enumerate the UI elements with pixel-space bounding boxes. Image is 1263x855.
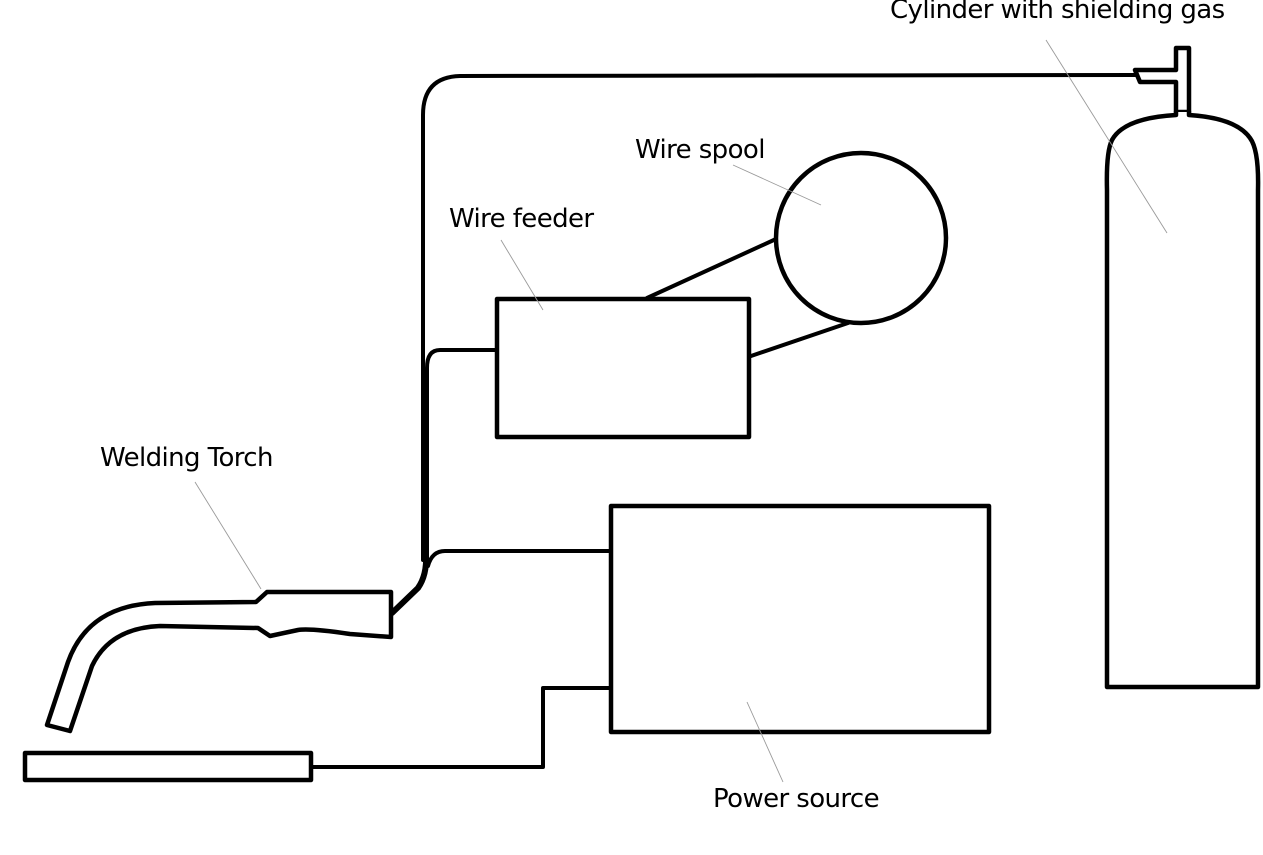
welding-torch-leader <box>194 481 262 590</box>
wire-feeder <box>494 296 752 440</box>
power-source-leader <box>746 701 784 783</box>
feeder-conduit <box>425 348 499 562</box>
wire-spool-leader <box>732 164 822 206</box>
welding-torch-label: Welding Torch <box>100 443 273 473</box>
welding-torch <box>44 589 394 734</box>
torch-cable-bundle <box>389 552 430 616</box>
workpiece <box>22 750 314 783</box>
cylinder-valve <box>1132 45 1192 115</box>
ground-cable <box>309 686 613 769</box>
power-source-label: Power source <box>713 784 879 814</box>
spool-wire-bottom <box>749 321 850 358</box>
wire-spool <box>773 150 949 326</box>
wire-spool-label: Wire spool <box>635 135 765 165</box>
cylinder-label: Cylinder with shielding gas <box>890 0 1225 25</box>
power-source <box>608 503 992 735</box>
wire-feeder-leader <box>500 239 544 311</box>
wire-feeder-label: Wire feeder <box>449 204 594 234</box>
gas-cylinder <box>1104 45 1261 690</box>
gas-hose <box>421 73 1138 562</box>
cylinder-leader <box>1045 39 1168 234</box>
spool-wire-top <box>645 237 778 300</box>
power-cable <box>426 549 613 568</box>
cylinder-body <box>1104 109 1261 690</box>
